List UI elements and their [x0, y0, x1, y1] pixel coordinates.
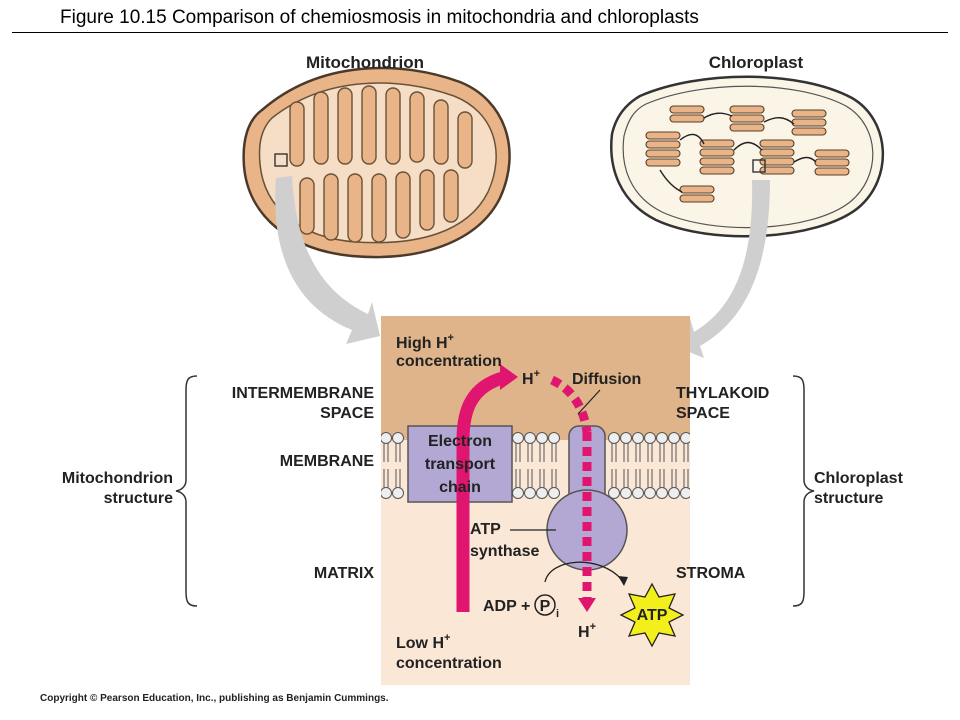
phospholipid [548, 432, 560, 462]
atp-product-label: ATP [637, 607, 668, 624]
phospholipid [620, 469, 632, 499]
stroma-lamellae [659, 112, 817, 193]
svg-text:H+: H+ [522, 368, 540, 388]
etc-label-line2: transport [425, 456, 496, 473]
membrane-panel: High H+ concentration H+ Diffusion Elect… [381, 316, 690, 685]
diffusion-arc [549, 375, 592, 433]
diffusion-label: Diffusion [572, 371, 641, 388]
atp-synthase-label-line1: ATP [470, 521, 501, 538]
h-ion-top: H [522, 371, 534, 388]
mitochondrion-cristae [289, 85, 473, 243]
chloroplast-inner-envelope [622, 85, 874, 229]
phospholipid [632, 432, 644, 462]
phospholipid [524, 432, 536, 462]
thylakoid-label-line2: SPACE [676, 405, 730, 422]
phospholipid [548, 469, 560, 499]
phospholipid [512, 432, 524, 462]
thylakoid-grana [645, 105, 850, 203]
svg-text:High H+: High H+ [396, 332, 454, 352]
phospholipid-bilayer [381, 432, 690, 499]
phosphate-subscript: i [556, 608, 559, 620]
phospholipid [644, 469, 656, 499]
chloroplast-zoom-box [752, 159, 766, 173]
chloroplast-illustration [610, 75, 885, 238]
chloroplast-structure-line1: Chloroplast [814, 470, 904, 487]
phospholipid [524, 469, 536, 499]
figure-title: Figure 10.15 Comparison of chemiosmosis … [60, 7, 699, 28]
phospholipid [656, 432, 668, 462]
mitochondrion-structure-line2: structure [104, 490, 173, 507]
svg-text:Low H+: Low H+ [396, 632, 450, 652]
proton-pump-arrow [456, 370, 508, 612]
intermembrane-label-line1: INTERMEMBRANE [232, 385, 375, 402]
phospholipid [680, 432, 690, 462]
right-structure-bracket [792, 375, 815, 607]
low-h-label: Low H [396, 635, 444, 652]
adp-label: ADP + [483, 598, 530, 615]
proton-pump-arrowhead [500, 364, 518, 390]
mitochondrion-title: Mitochondrion [306, 53, 424, 72]
high-h-superscript: + [448, 332, 454, 344]
left-structure-bracket [175, 375, 198, 607]
phosphorylation-arrow [544, 561, 623, 583]
h-ion-top-superscript: + [534, 368, 540, 380]
phospholipid [620, 432, 632, 462]
phospholipid [644, 432, 656, 462]
title-divider [12, 32, 948, 33]
phospholipid [668, 432, 680, 462]
phospholipid [680, 469, 690, 499]
phosphorylation-arrowhead [618, 576, 628, 586]
phospholipid [536, 432, 548, 462]
high-h-label: High H [396, 335, 448, 352]
phospholipid [608, 432, 620, 462]
lipid-row-top [381, 432, 690, 462]
phosphate-letter: P [540, 598, 551, 615]
low-h-superscript: + [444, 632, 450, 644]
lipid-row-bottom [381, 469, 690, 499]
mitochondrion-illustration [242, 66, 511, 259]
phospholipid [632, 469, 644, 499]
stroma-label: STROMA [676, 565, 746, 582]
copyright-notice: Copyright © Pearson Education, Inc., pub… [40, 693, 389, 704]
phospholipid [392, 432, 404, 462]
mitochondrion-zoom-arrow [275, 176, 380, 344]
phospholipid [656, 469, 668, 499]
mitochondrion-zoom-box [274, 153, 288, 167]
svg-text:H+: H+ [578, 621, 596, 641]
matrix-label: MATRIX [314, 565, 374, 582]
phosphate-circle [534, 594, 556, 616]
proton-diffusion-arrowhead [578, 598, 596, 612]
low-h-concentration: concentration [396, 655, 502, 672]
phospholipid [536, 469, 548, 499]
atp-synthase-neck [570, 498, 604, 514]
phospholipid [608, 469, 620, 499]
h-ion-bottom-superscript: + [590, 621, 596, 633]
atp-synthase-label-line2: synthase [470, 543, 539, 560]
chloroplast-title: Chloroplast [709, 53, 804, 72]
intermembrane-label-line2: SPACE [320, 405, 374, 422]
intermembrane-compartment [381, 316, 690, 440]
phospholipid [668, 469, 680, 499]
phospholipid [381, 469, 392, 499]
thylakoid-label-line1: THYLAKOID [676, 385, 769, 402]
phospholipid [392, 469, 404, 499]
atp-burst [619, 582, 685, 648]
mitochondrion-structure-line1: Mitochondrion [62, 470, 173, 487]
etc-label-line1: Electron [428, 433, 492, 450]
etc-label-line3: chain [439, 479, 481, 496]
phospholipid [381, 432, 392, 462]
membrane-label: MEMBRANE [280, 453, 375, 470]
high-h-concentration: concentration [396, 353, 502, 370]
chloroplast-structure-line2: structure [814, 490, 883, 507]
diffusion-pointer [577, 389, 601, 415]
h-ion-bottom: H [578, 624, 590, 641]
